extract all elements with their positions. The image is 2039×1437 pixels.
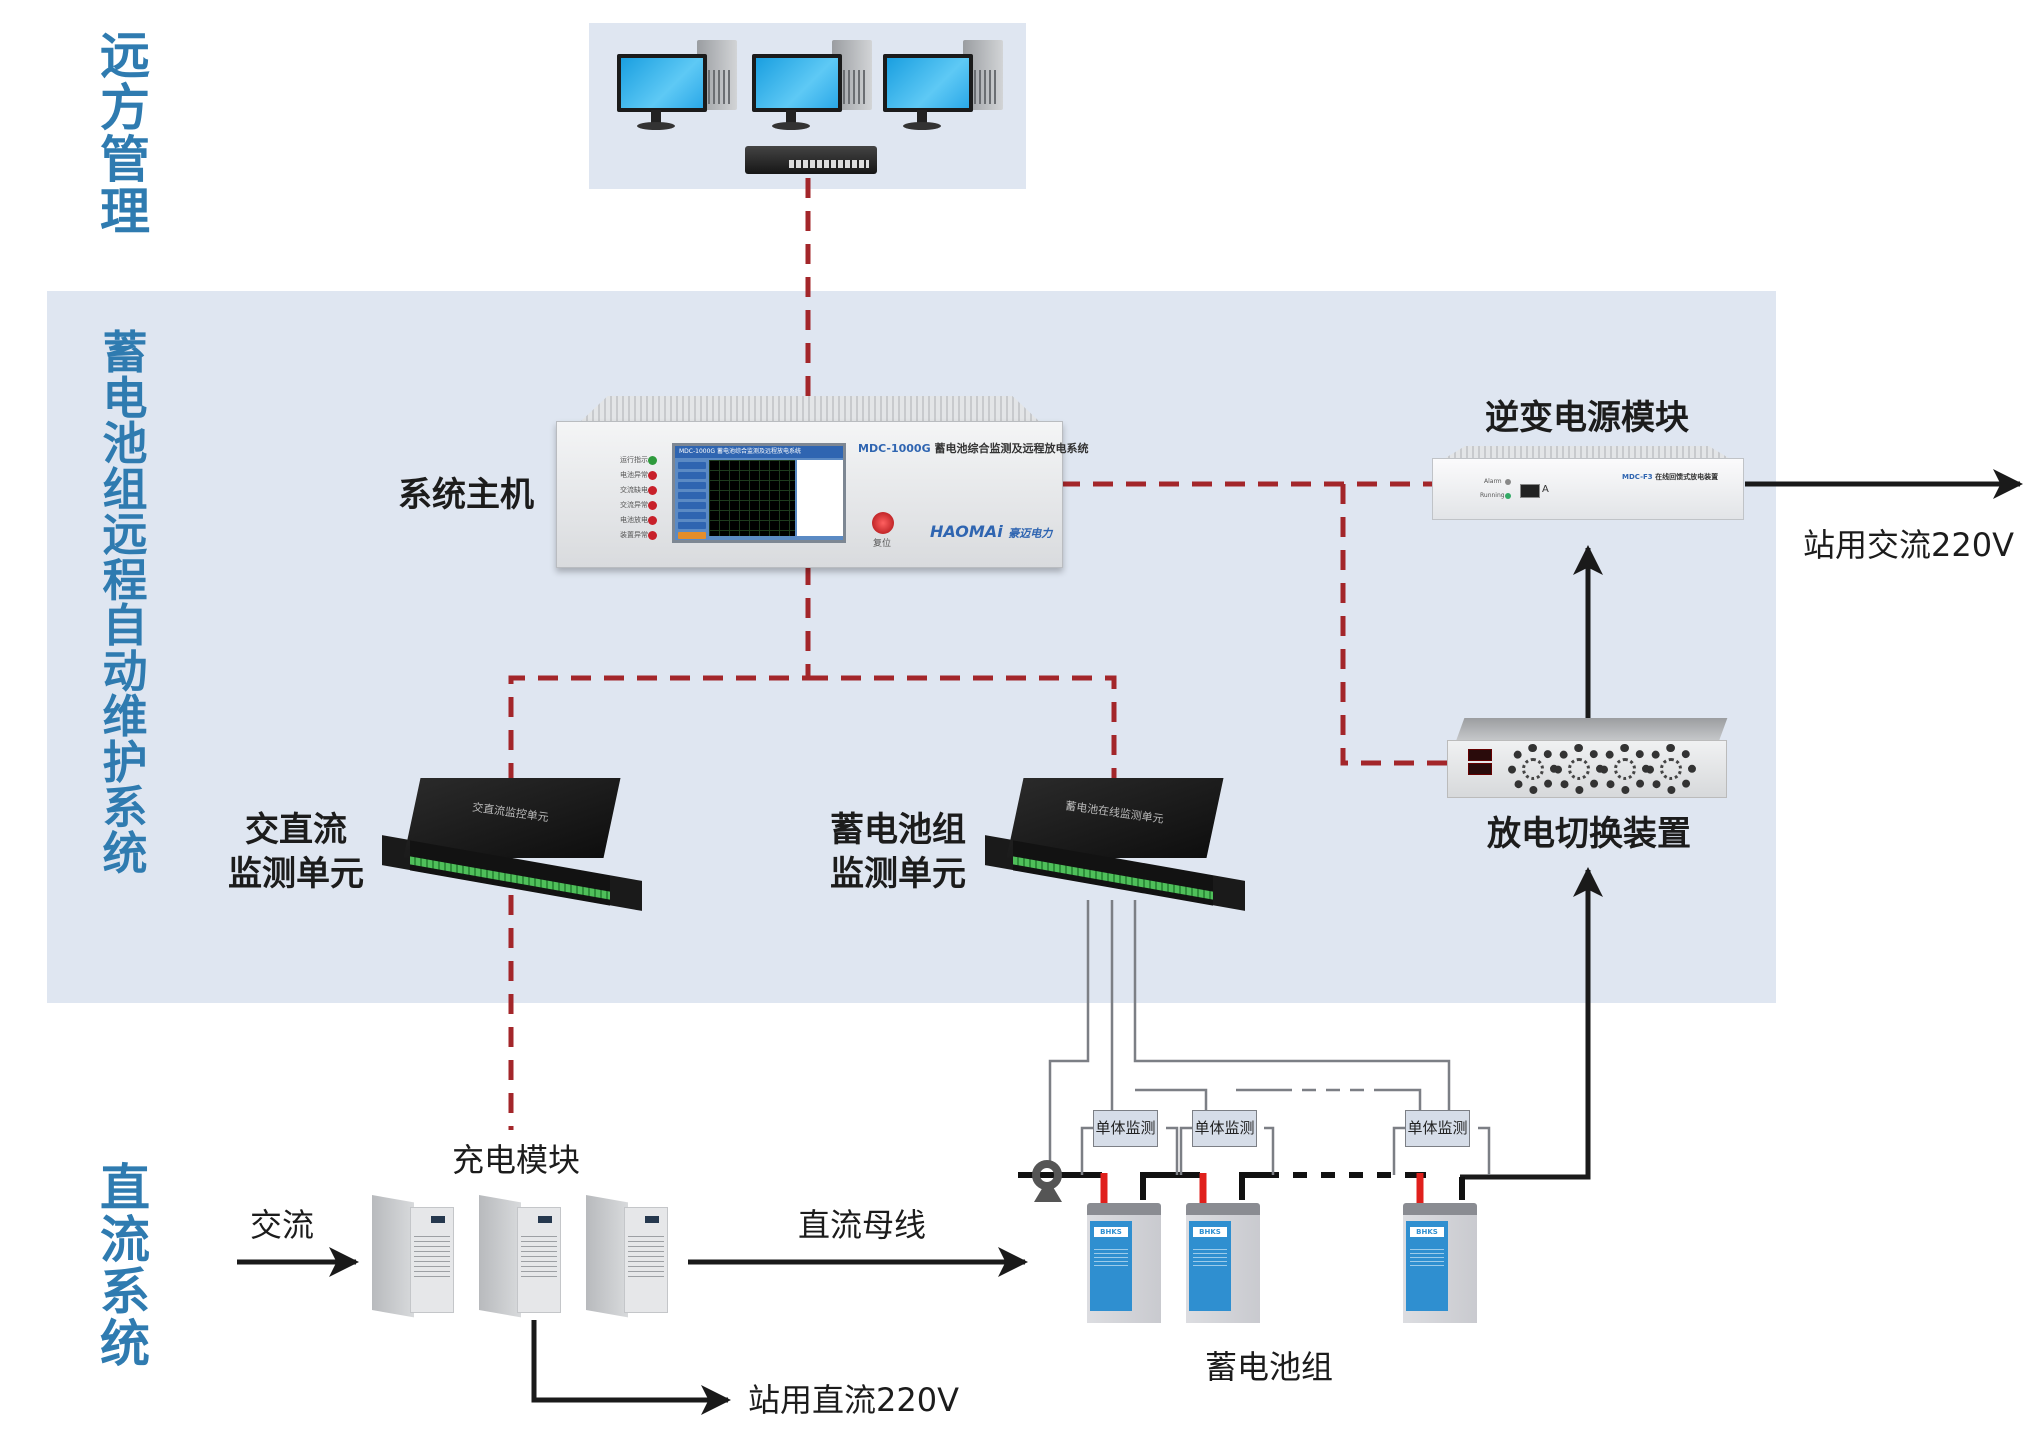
status-led: [648, 456, 657, 465]
status-led: [648, 516, 657, 525]
switch-display: [1468, 749, 1492, 761]
battery-monitor-label: 蓄电池组 监测单元: [830, 808, 966, 896]
led-label: 运行指示: [620, 456, 648, 464]
led-label: 交流缺电: [620, 486, 648, 494]
cell-monitor-box: 单体监测: [1192, 1110, 1257, 1147]
charger-module: [586, 1195, 668, 1318]
arrow-battery-to-switch: [1460, 867, 1603, 1180]
screen-buttons: [678, 462, 706, 542]
status-led: [648, 531, 657, 540]
inverter-model-text: MDC-F3 在线回馈式放电装置: [1622, 473, 1719, 481]
fan-icon: [1600, 744, 1650, 794]
workstation-computer: [752, 40, 872, 140]
station-dc-label: 站用直流220V: [748, 1381, 959, 1419]
power-lines: [237, 469, 2023, 1415]
battery-cell: [1186, 1203, 1260, 1323]
fan-icon: [1554, 744, 1604, 794]
host-model-text: MDC-1000G 蓄电池综合监测及远程放电系统: [858, 442, 1089, 455]
running-led: [1505, 493, 1511, 499]
section-title-battery-system: 蓄电池组远程自动维护系统: [102, 326, 148, 880]
acdc-monitor-unit: 交直流监控单元: [382, 778, 642, 928]
inverter-module: [1432, 458, 1744, 520]
comm-line-to-discharge-switch: [1340, 484, 1447, 766]
screen-info-panel: [797, 460, 843, 536]
inverter-top: [1442, 446, 1732, 460]
cell-monitor-box: 单体监测: [1405, 1110, 1470, 1147]
meter-unit: A: [1542, 484, 1549, 495]
arrow-station-dc: [531, 1320, 731, 1415]
status-led: [648, 486, 657, 495]
fan-icon: [1646, 744, 1696, 794]
indicator-label: Running: [1480, 492, 1505, 499]
inverter-label: 逆变电源模块: [1485, 398, 1689, 438]
acdc-monitor-label: 交直流 监测单元: [228, 808, 364, 896]
charger-module: [372, 1195, 454, 1318]
charger-module: [479, 1195, 561, 1318]
reset-label: 复位: [873, 539, 892, 549]
comm-line-host-to-acdc-monitor: [508, 565, 811, 1130]
section-title-dc-system: 直流系统: [100, 1159, 150, 1373]
system-host-label: 系统主机: [398, 475, 534, 515]
system-host-top: [580, 396, 1040, 422]
led-label: 装置异常: [620, 531, 648, 539]
discharge-switch-label: 放电切换装置: [1487, 814, 1691, 854]
charger-label: 充电模块: [452, 1141, 581, 1179]
screen-title: MDC-1000G 蓄电池综合监测及远程放电系统: [675, 446, 843, 458]
battery-cell: [1403, 1203, 1477, 1323]
monitor-wiring: [1048, 900, 1491, 1175]
communication-lines: [508, 178, 1447, 1130]
battery-monitor-unit: 蓄电池在线监测单元: [985, 778, 1245, 928]
label-line: 蓄电池组: [830, 810, 966, 850]
battery-busbar: [1018, 1172, 1465, 1200]
ac-input-label: 交流: [250, 1206, 315, 1244]
discharge-switch-top: [1455, 718, 1728, 742]
discharge-switch-device: [1447, 740, 1727, 798]
workstation-computer: [617, 40, 737, 140]
station-ac-label: 站用交流220V: [1803, 526, 2014, 564]
fan-icon: [1508, 744, 1558, 794]
status-led: [648, 501, 657, 510]
reset-button[interactable]: [872, 512, 894, 534]
led-label: 交流异常: [620, 501, 648, 509]
section-title-remote-management: 远方管理: [100, 27, 150, 241]
label-line: 监测单元: [830, 854, 966, 894]
cell-monitor-box: 单体监测: [1093, 1110, 1158, 1147]
status-led: [648, 471, 657, 480]
host-brand-logo: HAOMAi 豪迈电力: [930, 522, 1053, 541]
battery-cell: [1087, 1203, 1161, 1323]
comm-line-host-to-battery-monitor: [808, 675, 1117, 790]
dc-bus-label: 直流母线: [798, 1206, 927, 1244]
workstation-computer: [883, 40, 1003, 140]
alarm-led: [1505, 479, 1511, 485]
positive-terminals: [1100, 1173, 1424, 1203]
current-sensor-icon: [1030, 1160, 1066, 1206]
led-label: 电池放电: [620, 516, 648, 524]
label-line: 监测单元: [228, 854, 364, 894]
screen-chart: [709, 460, 795, 536]
switch-display: [1468, 763, 1492, 775]
host-touchscreen[interactable]: MDC-1000G 蓄电池综合监测及远程放电系统: [672, 443, 846, 543]
indicator-label: Alarm: [1484, 478, 1502, 485]
led-label: 电池异常: [620, 471, 648, 479]
label-line: 交直流: [245, 810, 347, 850]
battery-bank-label: 蓄电池组: [1205, 1348, 1334, 1386]
current-meter-display: [1520, 484, 1540, 498]
network-switch: [745, 146, 877, 174]
